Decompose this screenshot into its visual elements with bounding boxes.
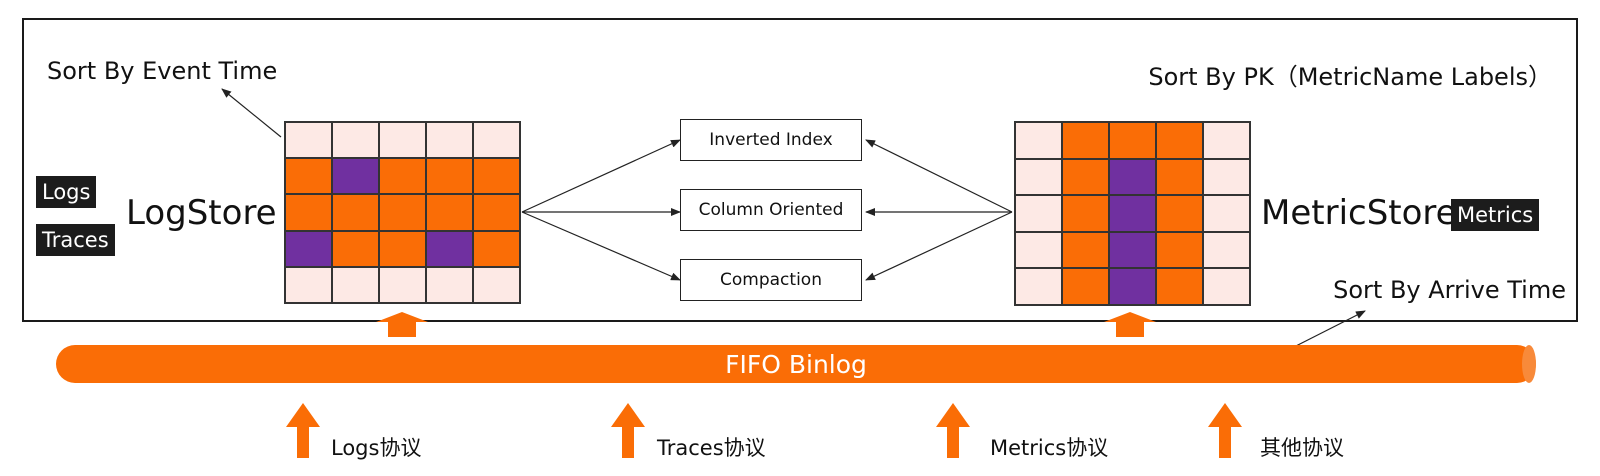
- sort-by-pk-label: Sort By PK（MetricName Labels）: [1148, 63, 1552, 91]
- metricstore-cell-purple: [1109, 158, 1156, 196]
- metrics-badge: Metrics: [1451, 199, 1540, 231]
- metricstore-cell-light: [1203, 122, 1250, 159]
- metricstore-cell-orange: [1109, 122, 1156, 159]
- logstore-cell-orange: [426, 158, 473, 195]
- metricstore-title: MetricStore: [1261, 193, 1457, 233]
- metrics-protocol-arrow: [936, 403, 970, 458]
- logs-protocol-label: Logs协议: [331, 436, 422, 460]
- logstore-cell-orange: [285, 194, 332, 231]
- logstore-cell-light: [332, 122, 379, 159]
- metricstore-cell-light: [1015, 195, 1062, 232]
- binlog-to-metricstore-arrow: [1104, 312, 1156, 337]
- logstore-cell-orange: [379, 194, 426, 231]
- metricstore-to-inverted-index: [865, 139, 1013, 213]
- traces-protocol-arrow: [611, 403, 645, 458]
- metricstore-cell-light: [1015, 268, 1062, 305]
- sort-by-arrive-time-label: Sort By Arrive Time: [1333, 276, 1566, 304]
- traces-badge: Traces: [36, 224, 115, 256]
- logstore-cell-orange: [473, 194, 520, 231]
- metricstore-cell-orange: [1062, 231, 1109, 269]
- logstore-cell-purple: [285, 230, 332, 267]
- logs-badge: Logs: [36, 176, 97, 208]
- metricstore-cell-orange: [1156, 231, 1203, 269]
- metricstore-cell-purple: [1109, 195, 1156, 232]
- logstore-cell-light: [332, 266, 379, 303]
- logstore-cell-orange: [379, 230, 426, 267]
- store-frame: [22, 18, 1578, 322]
- logstore-title: LogStore: [126, 193, 277, 233]
- metricstore-cell-orange: [1062, 158, 1109, 196]
- metricstore-cell-light: [1015, 231, 1062, 269]
- logstore-cell-orange: [473, 158, 520, 195]
- logstore-cell-orange: [379, 158, 426, 195]
- logstore-to-inverted-index: [521, 139, 681, 213]
- metricstore-cell-orange: [1156, 195, 1203, 232]
- logstore-grid: [284, 121, 521, 304]
- logstore-to-compaction: [521, 211, 681, 281]
- logs-protocol-arrow: [286, 403, 320, 458]
- logstore-cell-purple: [426, 230, 473, 267]
- metricstore-cell-light: [1015, 158, 1062, 196]
- metricstore-cell-orange: [1062, 195, 1109, 232]
- binlog-end-cap: [1522, 345, 1536, 383]
- metricstore-cell-light: [1203, 195, 1250, 232]
- fifo-binlog-label: FIFO Binlog: [725, 349, 867, 379]
- metricstore-cell-purple: [1109, 268, 1156, 305]
- metricstore-cell-orange: [1062, 122, 1109, 159]
- logstore-cell-orange: [285, 158, 332, 195]
- compaction-label: Compaction: [720, 270, 822, 290]
- metrics-protocol-label: Metrics协议: [990, 436, 1109, 460]
- other-protocol-label: 其他协议: [1260, 436, 1344, 460]
- binlog-to-logstore-arrow: [376, 312, 428, 337]
- sort-by-event-time-label: Sort By Event Time: [47, 57, 278, 85]
- logstore-cell-orange: [473, 230, 520, 267]
- metricstore-grid: [1014, 121, 1251, 306]
- column-oriented-box: Column Oriented: [680, 189, 862, 231]
- traces-protocol-label: Traces协议: [657, 436, 766, 460]
- logstore-cell-light: [379, 122, 426, 159]
- arrive-time-pointer: [1289, 310, 1366, 350]
- logstore-cell-light: [426, 122, 473, 159]
- logstore-cell-purple: [332, 158, 379, 195]
- metricstore-to-compaction: [865, 211, 1013, 281]
- logstore-cell-orange: [426, 194, 473, 231]
- compaction-box: Compaction: [680, 259, 862, 301]
- fifo-binlog-bar: FIFO Binlog: [56, 345, 1536, 383]
- logstore-cell-light: [426, 266, 473, 303]
- logstore-cell-light: [473, 122, 520, 159]
- metricstore-cell-orange: [1156, 122, 1203, 159]
- logstore-cell-light: [473, 266, 520, 303]
- metricstore-cell-orange: [1156, 268, 1203, 305]
- inverted-index-label: Inverted Index: [709, 130, 833, 150]
- metricstore-cell-light: [1203, 158, 1250, 196]
- logstore-cell-orange: [332, 194, 379, 231]
- metricstore-cell-light: [1015, 122, 1062, 159]
- metricstore-cell-light: [1203, 231, 1250, 269]
- logstore-cell-orange: [332, 230, 379, 267]
- metricstore-cell-orange: [1156, 158, 1203, 196]
- logstore-cell-light: [285, 122, 332, 159]
- metricstore-cell-purple: [1109, 231, 1156, 269]
- inverted-index-box: Inverted Index: [680, 119, 862, 161]
- column-oriented-label: Column Oriented: [698, 200, 844, 220]
- logstore-cell-light: [285, 266, 332, 303]
- metricstore-cell-orange: [1062, 268, 1109, 305]
- other-protocol-arrow: [1208, 403, 1242, 458]
- event-time-pointer: [221, 88, 282, 138]
- logstore-cell-light: [379, 266, 426, 303]
- metricstore-cell-light: [1203, 268, 1250, 305]
